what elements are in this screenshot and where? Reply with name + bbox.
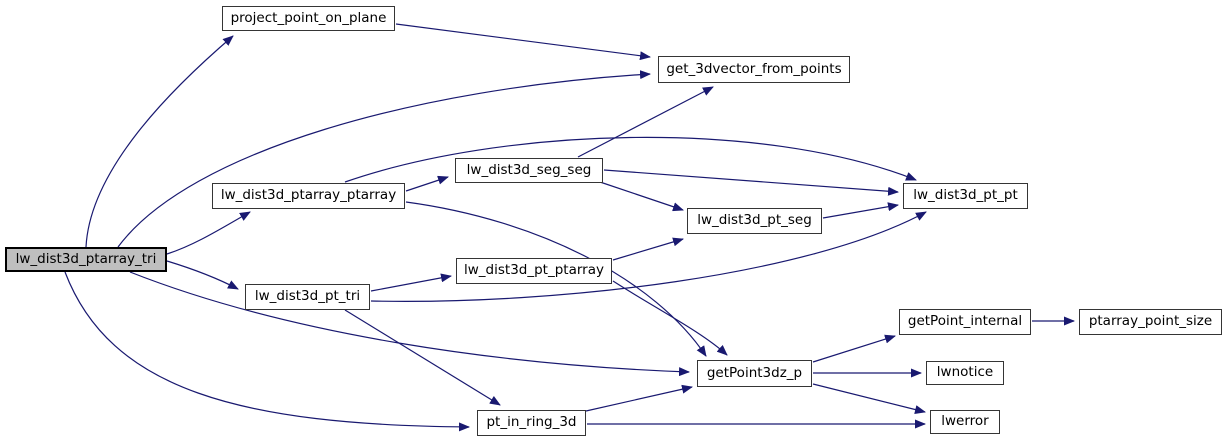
edge-lw_dist3d_ptarray_tri-to-lw_dist3d_pt_tri [166,260,239,290]
node-lw_dist3d_seg_seg[interactable]: lw_dist3d_seg_seg [455,158,603,183]
edge-project_point_on_plane-to-get_3dvector_from_points [395,23,651,61]
node-lwnotice[interactable]: lwnotice [926,361,1004,385]
edge-lw_dist3d_seg_seg-to-lw_dist3d_pt_seg [599,181,684,212]
edge-lw_dist3d_pt_tri-to-lw_dist3d_pt_pt [370,211,927,302]
edge-lw_dist3d_seg_seg-to-get_3dvector_from_points [577,86,714,158]
edge-lw_dist3d_ptarray_tri-to-lw_dist3d_ptarray_ptarray [166,211,251,255]
node-get_3dvector_from_points[interactable]: get_3dvector_from_points [658,56,850,83]
edge-lw_dist3d_pt_tri-to-pt_in_ring_3d [344,309,501,406]
node-lw_dist3d_pt_tri[interactable]: lw_dist3d_pt_tri [245,284,370,310]
node-project_point_on_plane[interactable]: project_point_on_plane [222,6,395,31]
edge-lw_dist3d_ptarray_ptarray-to-getPoint3dz_p [405,201,707,357]
node-pt_in_ring_3d[interactable]: pt_in_ring_3d [477,410,586,436]
node-ptarray_point_size[interactable]: ptarray_point_size [1079,309,1222,335]
edge-pt_in_ring_3d-to-getPoint3dz_p [585,384,693,412]
node-getPoint3dz_p[interactable]: getPoint3dz_p [697,360,812,387]
edge-lw_dist3d_ptarray_tri-to-project_point_on_plane [85,35,234,248]
edge-lw_dist3d_ptarray_ptarray-to-lw_dist3d_seg_seg [405,175,449,192]
edge-lw_dist3d_ptarray_tri-to-pt_in_ring_3d [64,271,470,432]
node-lw_dist3d_ptarray_tri: lw_dist3d_ptarray_tri [5,247,167,272]
edge-lw_dist3d_pt_ptarray-to-getPoint3dz_p [612,280,728,356]
edge-lw_dist3d_pt_seg-to-lw_dist3d_pt_pt [822,202,899,219]
edge-lw_dist3d_ptarray_tri-to-getPoint3dz_p [129,271,690,377]
node-lw_dist3d_pt_ptarray[interactable]: lw_dist3d_pt_ptarray [456,258,612,284]
node-lwerror[interactable]: lwerror [930,410,1000,434]
node-getPoint_internal[interactable]: getPoint_internal [899,309,1031,335]
edge-lw_dist3d_pt_ptarray-to-lw_dist3d_pt_seg [612,237,684,261]
node-lw_dist3d_ptarray_ptarray[interactable]: lw_dist3d_ptarray_ptarray [212,183,405,209]
edge-lw_dist3d_pt_tri-to-lw_dist3d_pt_ptarray [370,273,452,292]
edge-lw_dist3d_seg_seg-to-lw_dist3d_pt_pt [603,169,899,196]
edge-getPoint3dz_p-to-lwerror [812,383,926,414]
node-lw_dist3d_pt_seg[interactable]: lw_dist3d_pt_seg [687,208,822,234]
edge-getPoint3dz_p-to-getPoint_internal [812,334,896,363]
edge-lw_dist3d_ptarray_tri-to-get_3dvector_from_points [117,70,651,248]
node-lw_dist3d_pt_pt[interactable]: lw_dist3d_pt_pt [903,183,1028,209]
edge-lw_dist3d_ptarray_ptarray-to-lw_dist3d_pt_pt [344,136,917,183]
